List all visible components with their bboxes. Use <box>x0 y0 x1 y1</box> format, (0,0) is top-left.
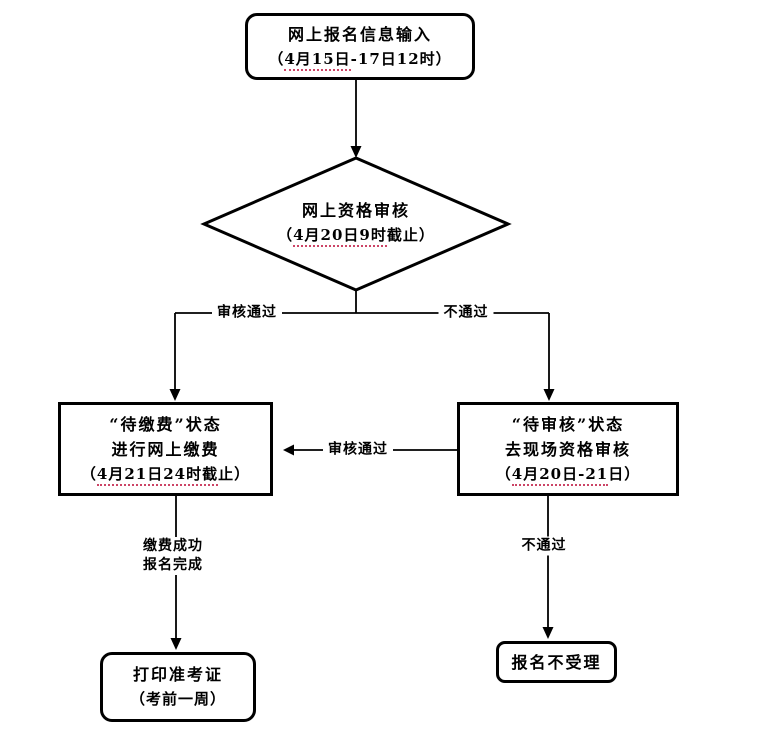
edge-label-pay-success-line1: 缴费成功 <box>143 538 203 554</box>
edge-label-pay-success-line2: 报名完成 <box>143 557 203 573</box>
date-text: 止） <box>218 464 251 483</box>
start-node: 网上报名信息输入 （4月15日-17日12时） <box>245 13 475 80</box>
reject-node-title: 报名不受理 <box>511 652 602 672</box>
date-text: 截止） <box>386 226 435 244</box>
edge-label-not-approved-down: 不通过 <box>516 536 572 556</box>
date-text: （ <box>277 226 294 244</box>
edge-label-not-approved-right: 不通过 <box>438 303 494 323</box>
arrowhead-into-pay-side <box>283 444 294 456</box>
edge-label-approved-left: 审核通过 <box>212 303 282 323</box>
date-text: （ <box>80 464 97 483</box>
pay-node-title: “待缴费”状态 <box>109 414 222 434</box>
review-node-title: “待审核”状态 <box>511 414 625 434</box>
arrowhead-into-reject <box>542 627 554 639</box>
edge-label-pay-success: 缴费成功 报名完成 <box>138 537 208 575</box>
print-node-title: 打印准考证 <box>132 665 223 684</box>
pay-node: “待缴费”状态 进行网上缴费 （4月21日24时截止） <box>58 402 273 496</box>
decision-node-title: 网上资格审核 <box>301 201 410 220</box>
review-node-date: （4月20日-21日） <box>496 462 640 487</box>
arrowhead-into-decision <box>350 146 362 158</box>
start-node-date: （4月15日-17日12时） <box>268 47 451 72</box>
date-underlined: 4月20日9时 <box>293 226 387 247</box>
date-underlined: 4月15日 <box>284 49 351 71</box>
date-text: （ <box>268 49 285 68</box>
edge-label-approved-mid: 审核通过 <box>323 440 393 460</box>
date-text: （ <box>495 464 512 483</box>
arrowhead-into-review <box>543 389 555 401</box>
arrowhead-into-pay <box>169 389 181 401</box>
review-node-subtitle: 去现场资格审核 <box>504 439 631 459</box>
date-underlined: 4月21日24时截 <box>96 464 219 486</box>
print-node-date: （考前一周） <box>129 690 226 708</box>
print-node: 打印准考证 （考前一周） <box>100 652 256 722</box>
date-underlined: 4月20日-21 <box>511 464 609 486</box>
reject-node: 报名不受理 <box>496 641 617 683</box>
pay-node-date: （4月21日24时截止） <box>81 462 250 487</box>
arrowhead-into-print <box>170 638 182 650</box>
decision-node-date: （4月20日9时截止） <box>277 223 435 248</box>
start-node-title: 网上报名信息输入 <box>287 24 432 44</box>
decision-node: 网上资格审核 （4月20日9时截止） <box>226 192 486 254</box>
pay-node-subtitle: 进行网上缴费 <box>111 439 220 459</box>
date-text: 日） <box>608 464 641 483</box>
review-node: “待审核”状态 去现场资格审核 （4月20日-21日） <box>457 402 679 496</box>
date-text: -17日12时） <box>350 49 452 68</box>
